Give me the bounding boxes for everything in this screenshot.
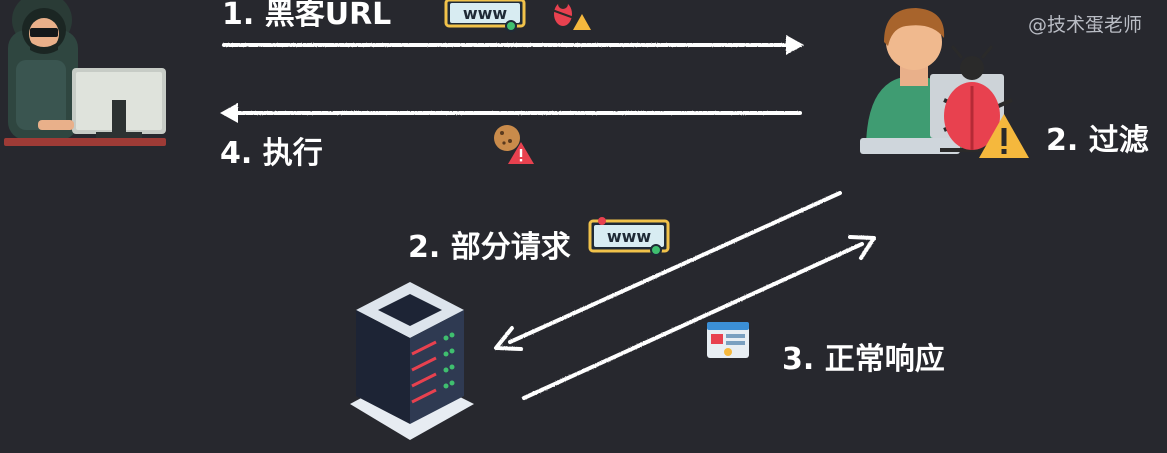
warning-icon xyxy=(979,114,1029,158)
url-badge-icon: www xyxy=(588,217,670,256)
webpage-icon xyxy=(707,322,749,358)
bug-warning-icon xyxy=(551,0,591,30)
url-badge-icon: www xyxy=(444,0,526,32)
step2-filter-label: 2. 过滤 xyxy=(1046,123,1149,158)
svg-text:www: www xyxy=(607,227,652,246)
step2-partial-label: 2. 部分请求 xyxy=(408,230,571,265)
arrow-step3 xyxy=(522,235,876,400)
arrow-step2-partial xyxy=(494,191,842,351)
arrow-step4 xyxy=(220,103,802,123)
hacker-icon xyxy=(4,0,166,146)
cookie-warning-icon xyxy=(494,125,534,164)
step1-label: 1. 黑客URL xyxy=(222,0,392,32)
step4-label: 4. 执行 xyxy=(220,136,323,171)
step3-label: 3. 正常响应 xyxy=(782,342,945,377)
server-icon xyxy=(350,282,474,440)
watermark: @技术蛋老师 xyxy=(1028,14,1143,36)
svg-text:www: www xyxy=(463,4,508,23)
arrow-step1 xyxy=(222,35,804,55)
